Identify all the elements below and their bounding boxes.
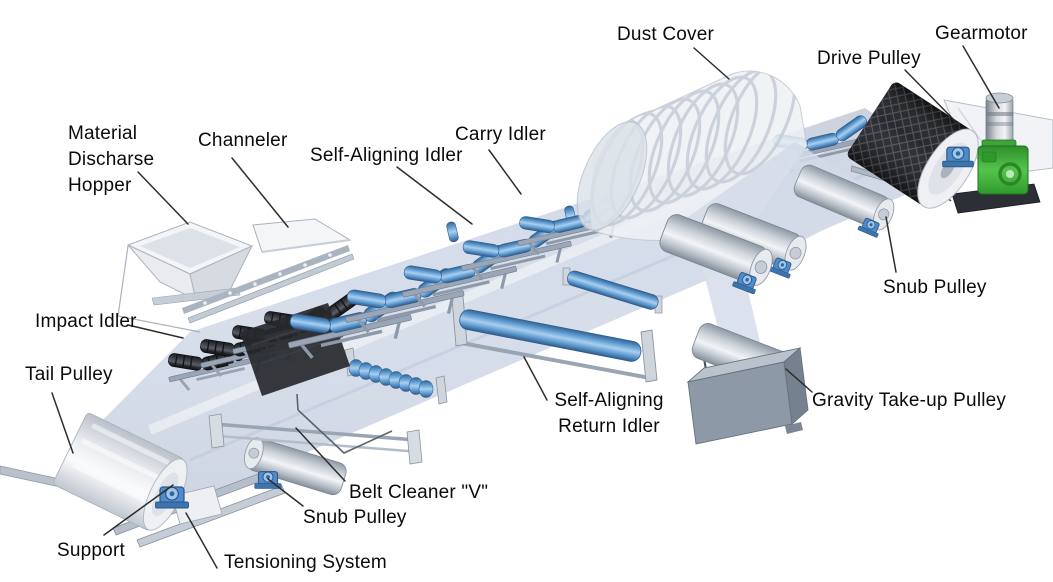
belt-cleaner-v-graphic — [208, 393, 423, 465]
material-discharge-hopper-graphic — [117, 221, 254, 333]
support-bearing-graphic — [154, 486, 190, 509]
label-channeler: Channeler — [198, 130, 288, 151]
flat-return-idler-graphic — [562, 267, 663, 314]
label-drive-pulley: Drive Pulley — [817, 48, 921, 69]
label-self-aligning-idler: Self-Aligning Idler — [310, 145, 463, 166]
label-impact-idler: Impact Idler — [35, 311, 137, 332]
label-snub-pulley-bottom: Snub Pulley — [303, 507, 407, 528]
label-support: Support — [57, 540, 125, 561]
label-dust-cover: Dust Cover — [617, 24, 715, 45]
label-carry-idler: Carry Idler — [455, 124, 546, 145]
label-self-aligning-return-idler: Self-Aligning Return Idler — [554, 390, 664, 437]
label-snub-pulley-right: Snub Pulley — [883, 277, 987, 298]
leader-lines — [51, 45, 1000, 569]
counterweight-graphic — [686, 347, 809, 445]
spiral-return-roller-graphic — [344, 347, 448, 405]
self-aligning-return-idler-graphic — [451, 295, 658, 383]
label-gravity-take-up-pulley: Gravity Take-up Pulley — [812, 390, 1007, 411]
snub-pulley-bottom-graphic — [244, 437, 347, 496]
gearmotor-graphic — [977, 92, 1029, 195]
drive-pulley-graphic — [847, 82, 979, 209]
label-belt-cleaner-v: Belt Cleaner "V" — [349, 482, 489, 503]
take-up-assembly-graphic — [654, 142, 898, 445]
label-material-discharge-hopper: Material Discharse Hopper — [68, 123, 155, 196]
label-gearmotor: Gearmotor — [935, 23, 1028, 44]
carry-idler-graphic — [280, 110, 881, 364]
label-tensioning-system: Tensioning System — [224, 552, 387, 573]
channeler-graphic — [182, 218, 355, 324]
label-tail-pulley: Tail Pulley — [25, 364, 113, 385]
